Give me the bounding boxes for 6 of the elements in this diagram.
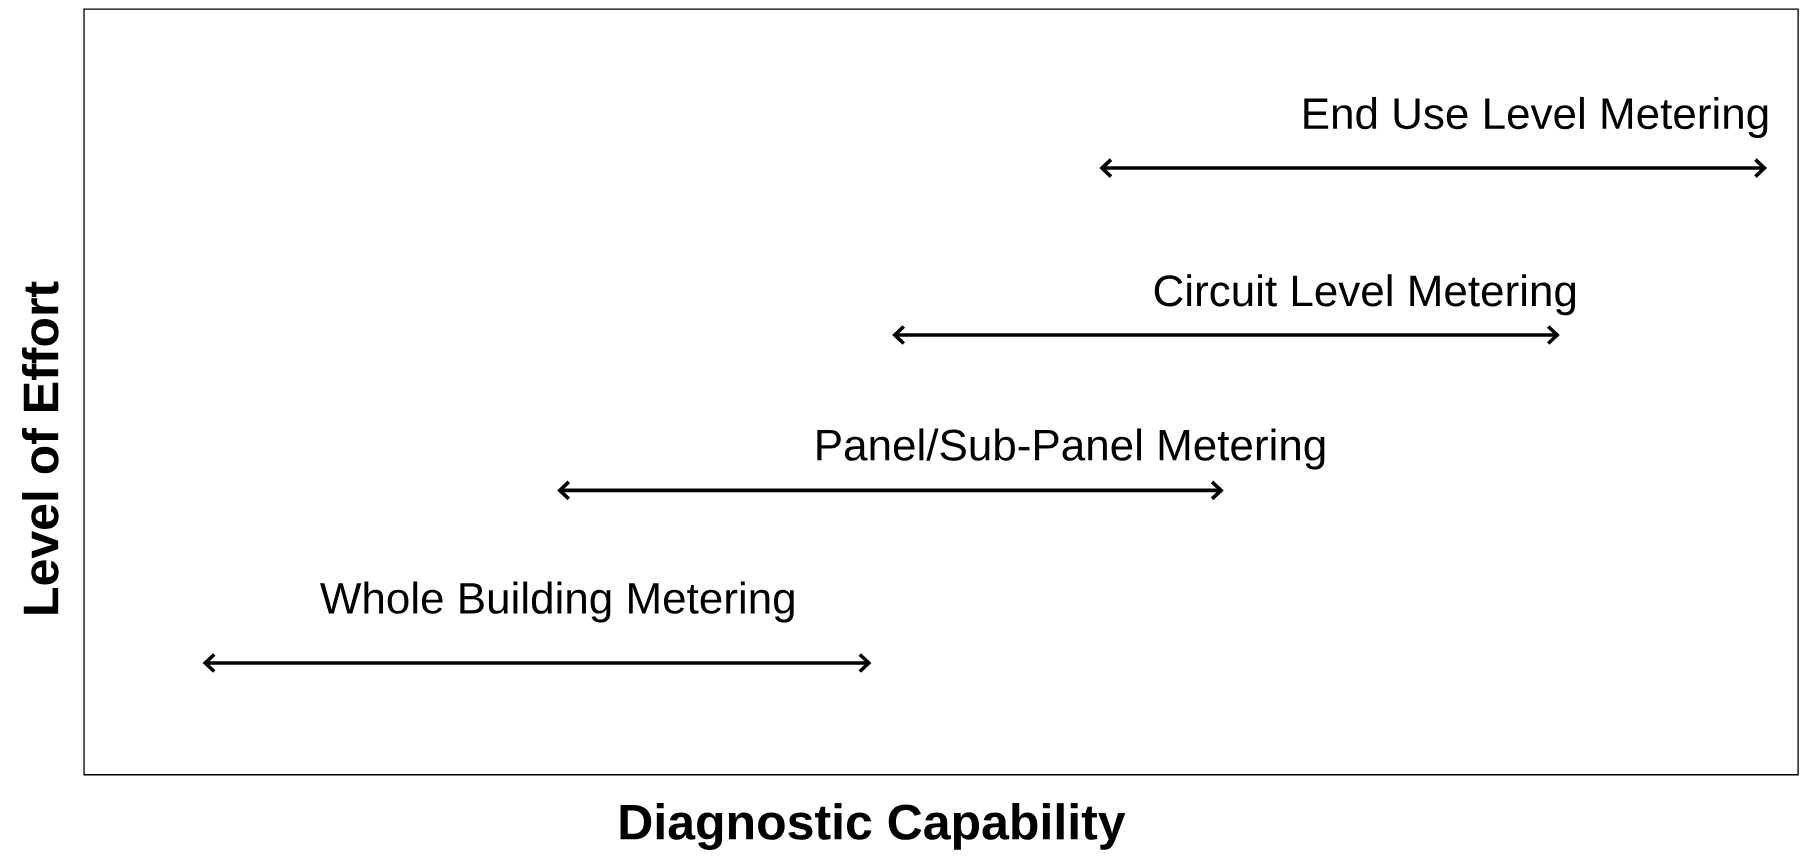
axis-label: Level of Effort [21, 281, 59, 614]
range-label: Panel/Sub-Panel Metering [817, 428, 1325, 470]
axis-label: Diagnostic Capability [620, 803, 1126, 850]
range-label: Whole Building Metering [320, 581, 794, 623]
range-label: Circuit Level Metering [1154, 274, 1576, 316]
range-label: End Use Level Metering [1304, 96, 1768, 138]
